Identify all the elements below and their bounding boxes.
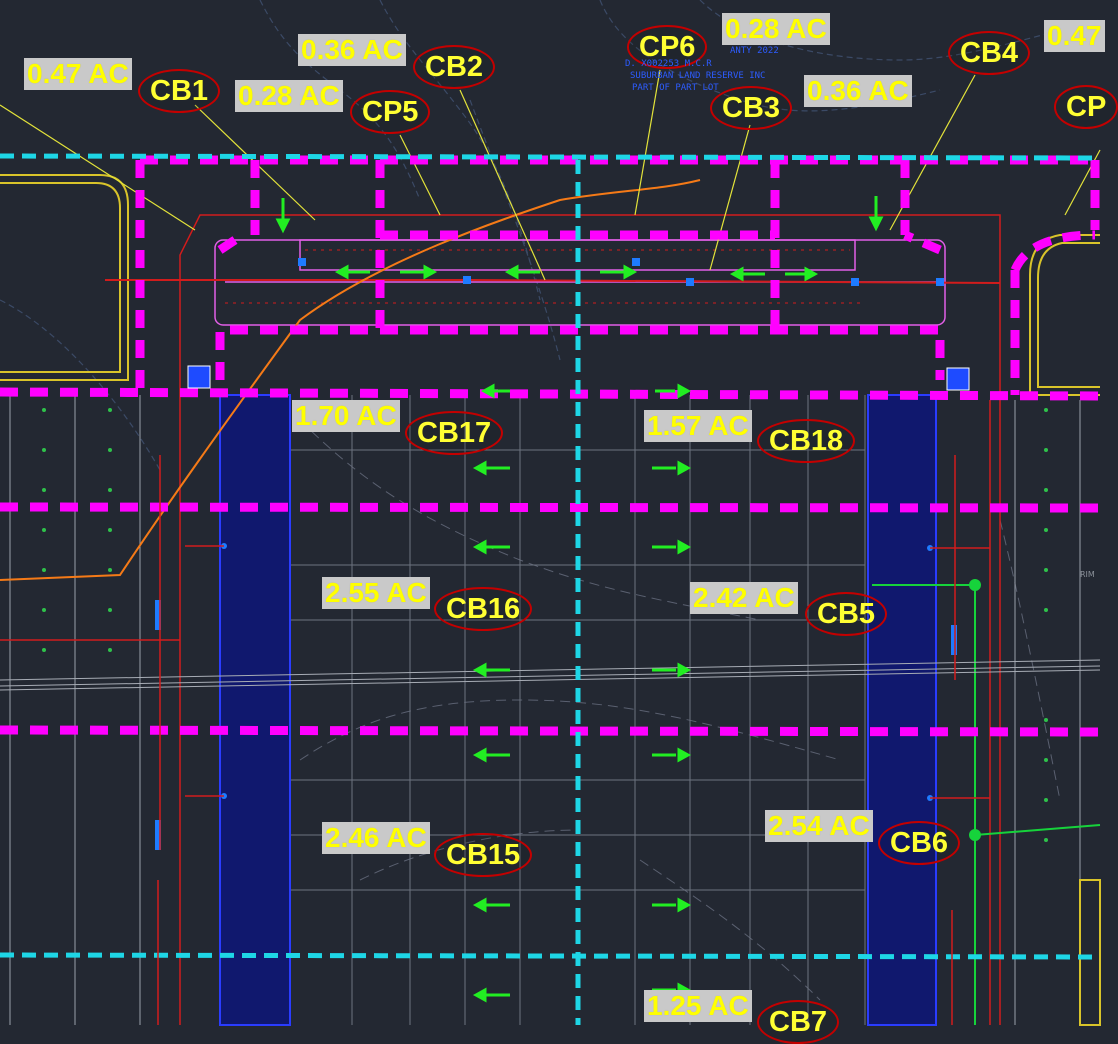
stall-markers xyxy=(42,408,1048,842)
storm-manhole-2 xyxy=(969,829,981,841)
basin-tag-cb4: CB4 xyxy=(948,31,1031,75)
area-label-cb6: 2.54 AC xyxy=(765,810,873,842)
basin-tag-cb1: CB1 xyxy=(138,69,221,113)
basin-tag-cb15: CB15 xyxy=(434,833,533,877)
storm-line-east xyxy=(872,584,1101,1025)
area-label-cb16: 2.55 AC xyxy=(322,577,430,609)
existing-road-lines xyxy=(0,659,1101,691)
basin-tag-cb2: CB2 xyxy=(413,45,496,89)
area-label-cb2: 0.36 AC xyxy=(298,34,406,66)
basin-tag-cp6: CP6 xyxy=(627,25,708,69)
flow-arrows xyxy=(275,196,884,1003)
left-parking-stalls xyxy=(9,395,141,1025)
basin-tag-cb16: CB16 xyxy=(434,587,533,631)
basin-tag-cb3: CB3 xyxy=(710,86,793,130)
basin-tag-cb5: CB5 xyxy=(805,592,888,636)
storm-pipes xyxy=(105,279,1001,284)
inlet-laterals xyxy=(157,455,990,1025)
curb-lines xyxy=(0,214,1001,1025)
area-label-cb1: 0.28 AC xyxy=(235,80,343,112)
plan-linework xyxy=(0,0,1101,1026)
area-label-left-edge: 0.47 AC xyxy=(24,58,132,90)
area-label-cb7: 1.25 AC xyxy=(644,990,752,1022)
basin-tag-cb6: CB6 xyxy=(878,821,961,865)
watershed-lines xyxy=(0,153,1101,1025)
rim-note: RIM xyxy=(1080,570,1095,579)
basin-tag-cb7: CB7 xyxy=(757,1000,840,1044)
ada-symbols xyxy=(187,365,970,391)
owner-note-line-2: D. X002253 M.C.R xyxy=(625,59,712,69)
owner-note-line-3: SUBURBAN LAND RESERVE INC xyxy=(630,71,766,81)
basin-tag-cp5: CP5 xyxy=(350,90,431,134)
area-label-cb18: 1.57 AC xyxy=(644,410,752,442)
gas-line xyxy=(0,179,701,581)
area-label-cb15: 2.46 AC xyxy=(322,822,430,854)
right-parking-stalls xyxy=(1014,400,1081,1025)
basin-tag-cb17: CB17 xyxy=(405,411,504,455)
basin-tag-cb18: CB18 xyxy=(757,419,856,463)
basin-tag-cp-edge: CP xyxy=(1054,85,1118,129)
storm-manhole-1 xyxy=(969,579,981,591)
landscape-islands xyxy=(0,174,1101,1026)
owner-note-line-4: PART OF PART LOT xyxy=(632,83,719,93)
loading-dock-strips xyxy=(219,394,937,1026)
area-label-cb5: 2.42 AC xyxy=(690,582,798,614)
area-label-cb4: 0.47 xyxy=(1044,20,1105,52)
area-label-cp6: 0.28 AC xyxy=(722,13,830,45)
owner-note-line-1: ANTY 2022 xyxy=(730,46,779,56)
dock-doors xyxy=(225,249,860,304)
area-label-cb17: 1.70 AC xyxy=(292,400,400,432)
area-label-cb3: 0.36 AC xyxy=(804,75,912,107)
